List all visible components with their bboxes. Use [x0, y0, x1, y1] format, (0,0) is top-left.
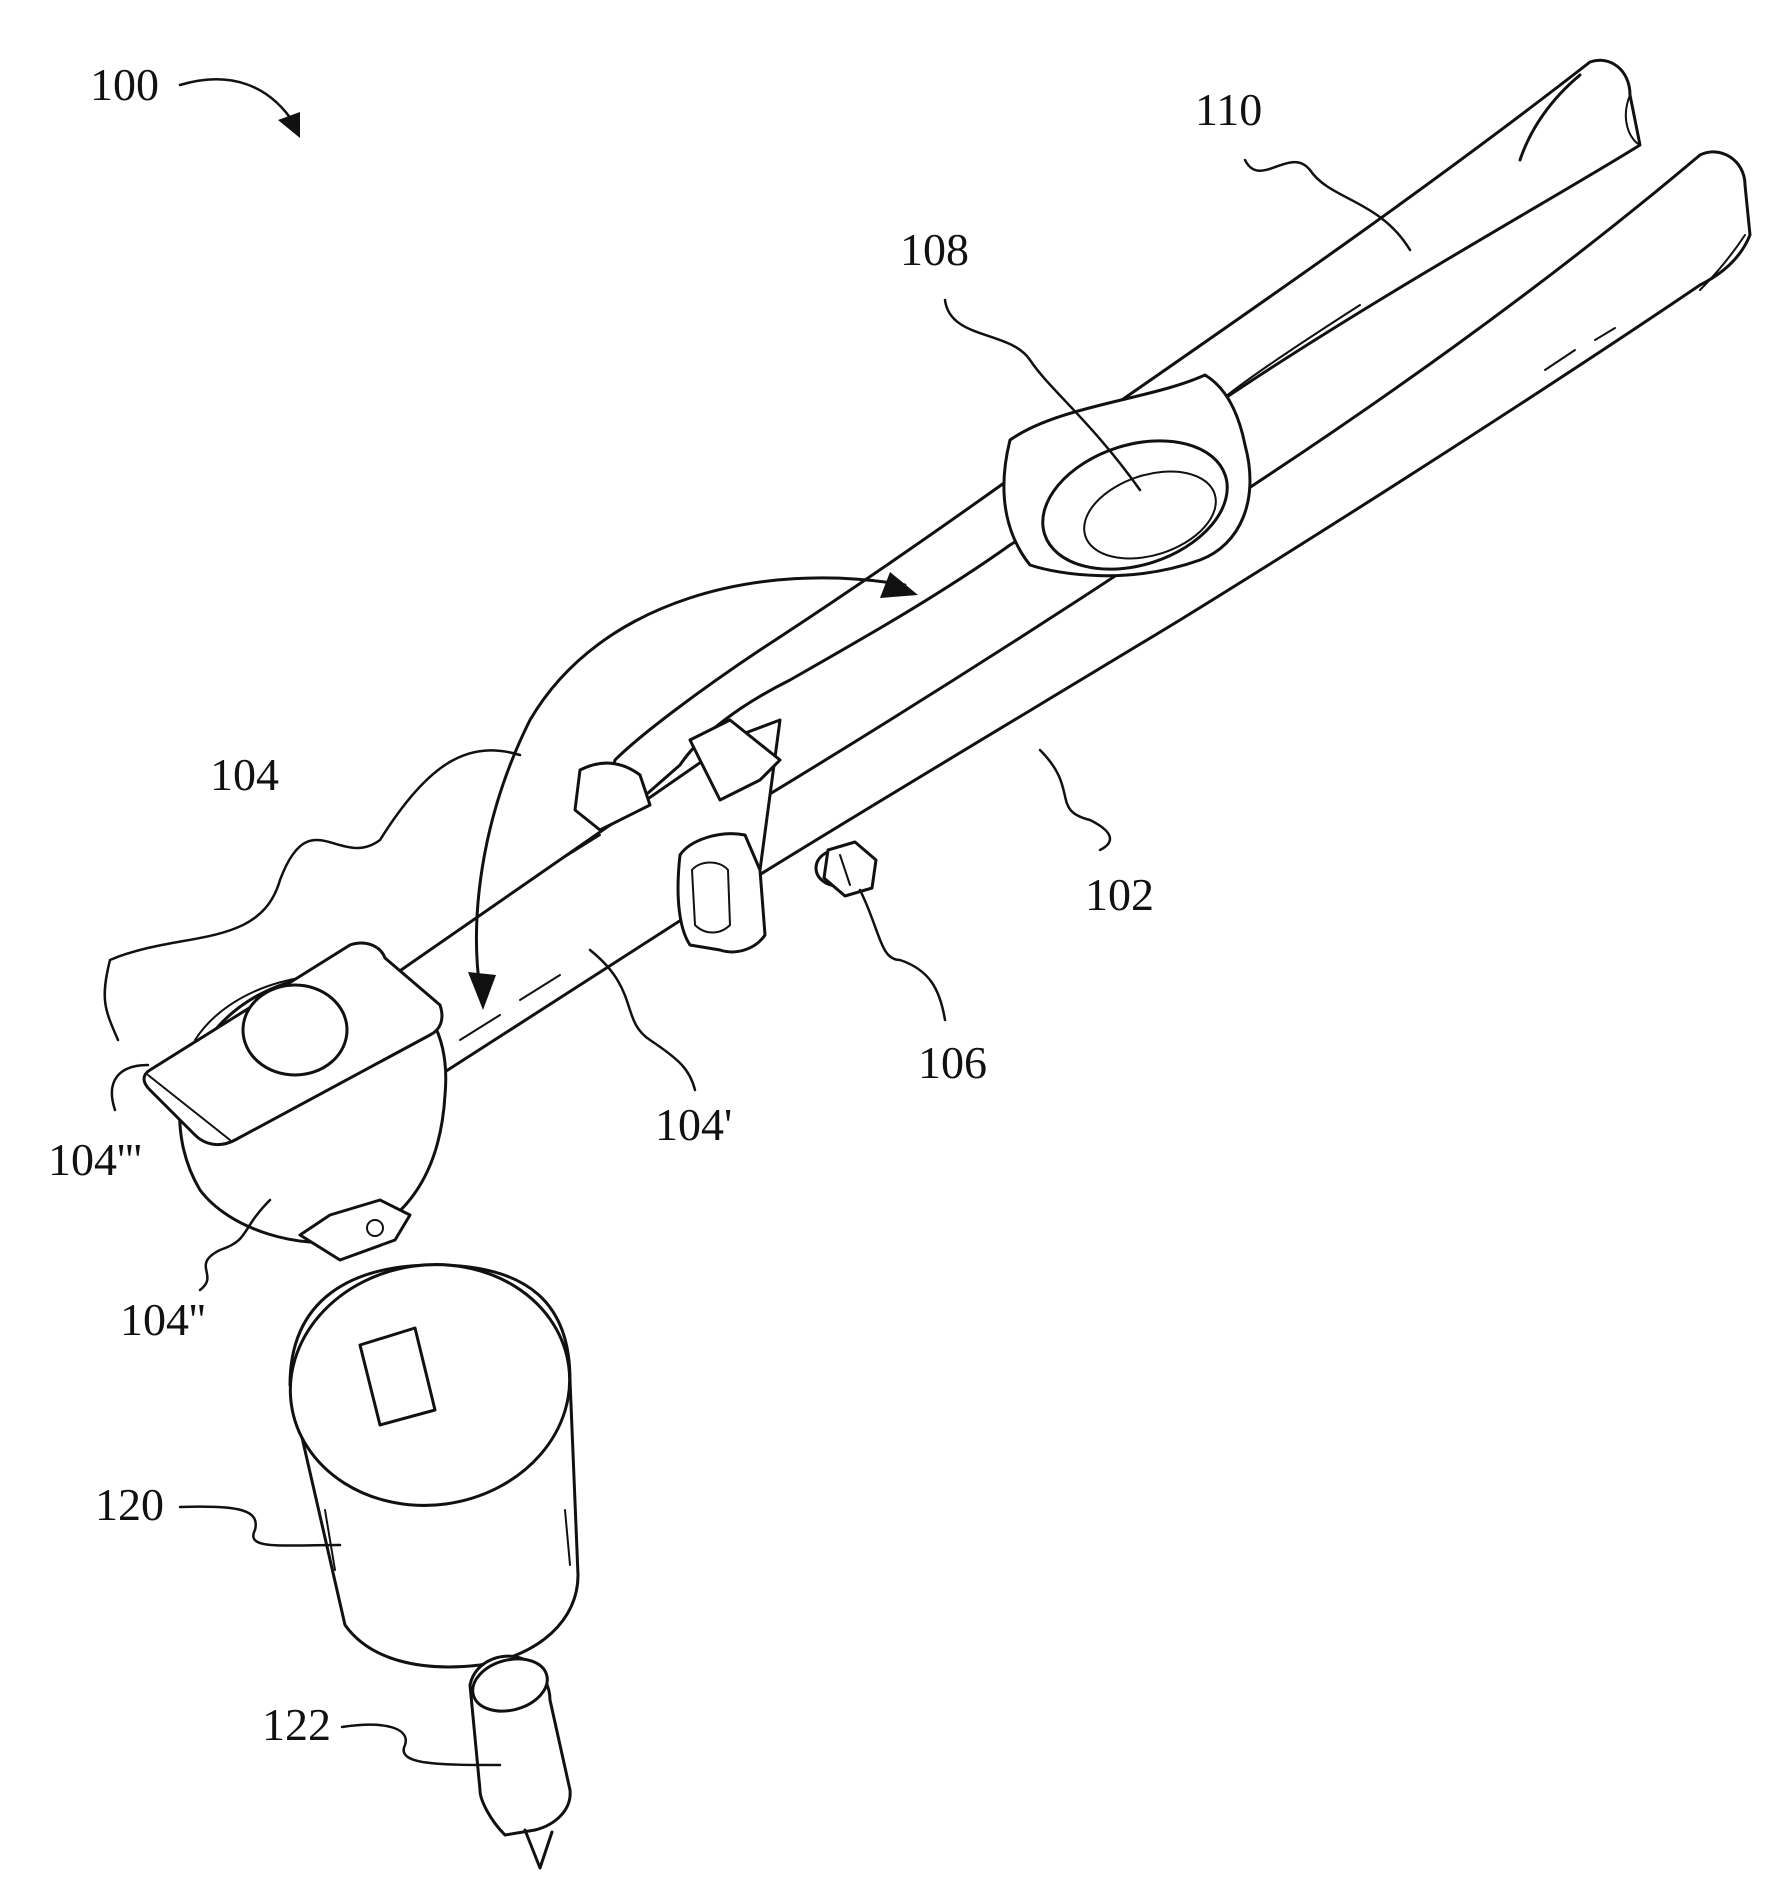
ref-102: 102 — [1085, 869, 1154, 920]
ref-104-prime: 104' — [655, 1099, 732, 1150]
collar — [678, 834, 765, 952]
ref-104: 104 — [210, 749, 279, 800]
label-120: 120 — [95, 1479, 340, 1546]
ref-122: 122 — [262, 1699, 331, 1750]
ref-100: 100 — [90, 59, 159, 110]
label-106: 106 — [860, 890, 987, 1088]
label-104-triple-prime: 104''' — [48, 1065, 148, 1185]
label-104-prime: 104' — [590, 950, 732, 1150]
bit — [467, 1651, 570, 1868]
ref-104-double-prime: 104'' — [120, 1294, 206, 1345]
socket — [275, 1247, 586, 1667]
label-122: 122 — [262, 1699, 500, 1765]
ref-104-triple-prime: 104''' — [48, 1134, 142, 1185]
ref-110: 110 — [1195, 84, 1262, 135]
ref-120: 120 — [95, 1479, 164, 1530]
ref-106: 106 — [918, 1037, 987, 1088]
bolt — [816, 842, 876, 896]
ref-108: 108 — [900, 224, 969, 275]
label-100: 100 — [90, 59, 300, 138]
label-102: 102 — [1040, 750, 1154, 920]
